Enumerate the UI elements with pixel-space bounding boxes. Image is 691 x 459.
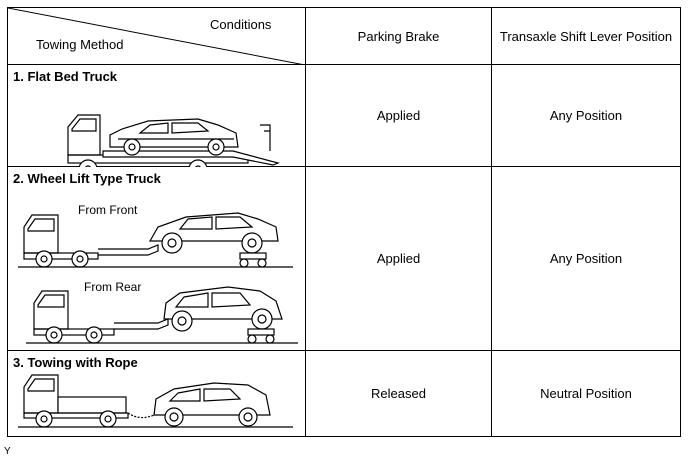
shift-lever-flat-bed: Any Position — [491, 64, 681, 167]
rope-towing-illustration — [18, 374, 293, 428]
header-conditions: Conditions — [210, 17, 272, 32]
wheel-lift-truck-illustration — [18, 212, 298, 344]
from-front-label: From Front — [78, 203, 138, 217]
method-cell-rope: 3. Towing with Rope — [7, 350, 306, 437]
method-cell-wheel-lift: 2. Wheel Lift Type Truck From Front From… — [7, 166, 306, 351]
table-row: 1. Flat Bed Truck — [7, 64, 681, 167]
towing-table: Conditions Towing Method Parking Brake T… — [7, 7, 681, 437]
parking-brake-wheel-lift: Applied — [305, 166, 492, 351]
header-diagonal-line — [8, 8, 300, 64]
header-shift-lever: Transaxle Shift Lever Position — [491, 7, 681, 65]
header-method-cell: Conditions Towing Method — [7, 7, 306, 65]
table-row: 3. Towing with Rope Released — [7, 350, 681, 437]
footer-code: Y — [4, 446, 11, 457]
header-towing-method: Towing Method — [36, 37, 124, 52]
method-title: 1. Flat Bed Truck — [13, 69, 118, 84]
header-parking-brake: Parking Brake — [305, 7, 492, 65]
method-cell-flat-bed: 1. Flat Bed Truck — [7, 64, 306, 167]
shift-lever-rope: Neutral Position — [491, 350, 681, 437]
shift-lever-wheel-lift: Any Position — [491, 166, 681, 351]
parking-brake-flat-bed: Applied — [305, 64, 492, 167]
flat-bed-truck-illustration — [67, 114, 280, 167]
from-rear-label: From Rear — [84, 280, 142, 294]
parking-brake-rope: Released — [305, 350, 492, 437]
method-title: 3. Towing with Rope — [13, 355, 138, 370]
table-row: 2. Wheel Lift Type Truck From Front From… — [7, 166, 681, 351]
method-title: 2. Wheel Lift Type Truck — [13, 171, 161, 186]
header-row: Conditions Towing Method Parking Brake T… — [7, 7, 681, 65]
